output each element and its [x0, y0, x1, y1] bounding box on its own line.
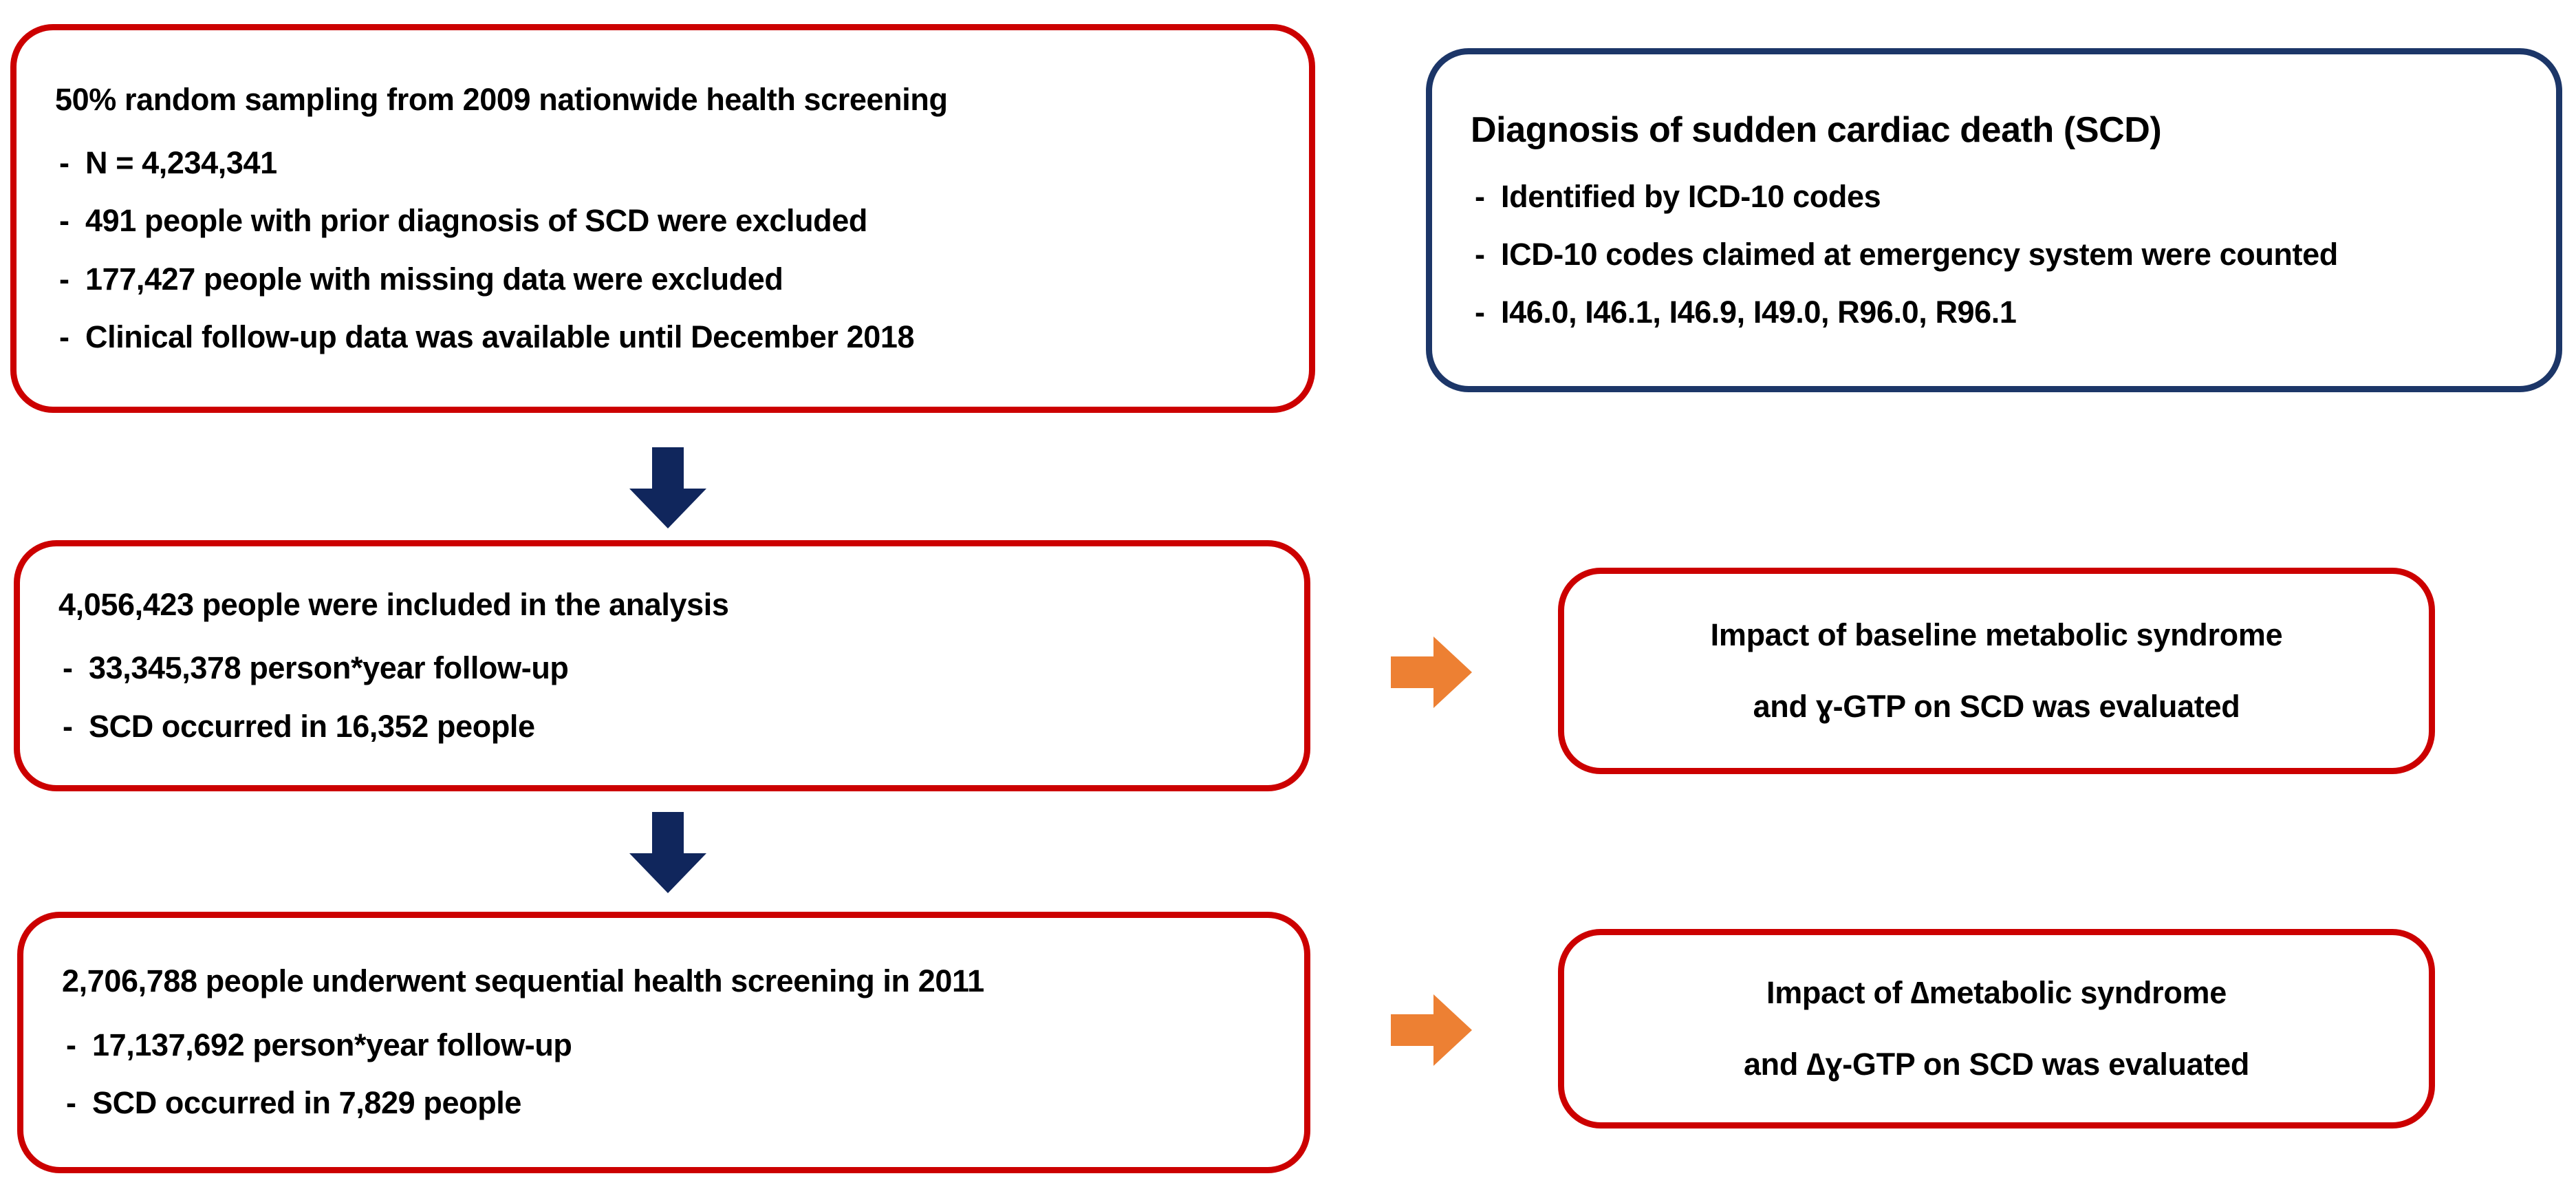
list-item: N = 4,234,341: [55, 145, 1270, 181]
analysis-population-bullets: 33,345,378 person*year follow-up SCD occ…: [58, 650, 1266, 745]
list-item: Clinical follow-up data was available un…: [55, 319, 1270, 355]
outcome-delta-line1: Impact of ∆metabolic syndrome: [1766, 974, 2227, 1010]
list-item: ICD-10 codes claimed at emergency system…: [1471, 237, 2518, 272]
outcome-delta-body: Impact of ∆metabolic syndrome and ∆ɣ-GTP…: [1564, 974, 2429, 1082]
outcome-baseline-body: Impact of baseline metabolic syndrome an…: [1564, 617, 2429, 725]
list-item: I46.0, I46.1, I46.9, I49.0, R96.0, R96.1: [1471, 295, 2518, 330]
outcome-baseline-line1: Impact of baseline metabolic syndrome: [1710, 617, 2283, 652]
analysis-population-body: 4,056,423 people were included in the an…: [20, 586, 1304, 745]
source-population-body: 50% random sampling from 2009 nationwide…: [17, 81, 1309, 355]
sequential-screening-headline: 2,706,788 people underwent sequential he…: [62, 963, 984, 999]
arrow-right-icon: [1391, 994, 1472, 1066]
list-item: SCD occurred in 7,829 people: [62, 1085, 1266, 1121]
outcome-baseline-box: Impact of baseline metabolic syndrome an…: [1558, 568, 2435, 774]
scd-definition-box: Diagnosis of sudden cardiac death (SCD) …: [1426, 48, 2562, 392]
outcome-delta-line2: and ∆ɣ-GTP on SCD was evaluated: [1743, 1047, 2250, 1082]
list-item: 17,137,692 person*year follow-up: [62, 1027, 1266, 1063]
outcome-baseline-line2: and ɣ-GTP on SCD was evaluated: [1753, 689, 2240, 724]
source-population-box: 50% random sampling from 2009 nationwide…: [10, 24, 1315, 413]
list-item: Identified by ICD-10 codes: [1471, 179, 2518, 215]
scd-definition-bullets: Identified by ICD-10 codes ICD-10 codes …: [1471, 179, 2518, 330]
analysis-population-box: 4,056,423 people were included in the an…: [14, 540, 1310, 791]
arrow-down-icon: [629, 812, 706, 893]
sequential-screening-box: 2,706,788 people underwent sequential he…: [17, 912, 1310, 1173]
sequential-screening-bullets: 17,137,692 person*year follow-up SCD occ…: [62, 1027, 1266, 1121]
arrow-down-icon: [629, 447, 706, 528]
list-item: 177,427 people with missing data were ex…: [55, 261, 1270, 297]
analysis-population-headline: 4,056,423 people were included in the an…: [58, 586, 729, 622]
list-item: 491 people with prior diagnosis of SCD w…: [55, 203, 1270, 239]
source-population-bullets: N = 4,234,341 491 people with prior diag…: [55, 145, 1270, 355]
source-population-headline: 50% random sampling from 2009 nationwide…: [55, 81, 948, 117]
scd-definition-title: Diagnosis of sudden cardiac death (SCD): [1471, 110, 2162, 151]
sequential-screening-body: 2,706,788 people underwent sequential he…: [23, 963, 1304, 1121]
list-item: 33,345,378 person*year follow-up: [58, 650, 1266, 686]
outcome-delta-box: Impact of ∆metabolic syndrome and ∆ɣ-GTP…: [1558, 929, 2435, 1129]
list-item: SCD occurred in 16,352 people: [58, 709, 1266, 745]
scd-definition-body: Diagnosis of sudden cardiac death (SCD) …: [1432, 110, 2556, 330]
arrow-right-icon: [1391, 637, 1472, 708]
